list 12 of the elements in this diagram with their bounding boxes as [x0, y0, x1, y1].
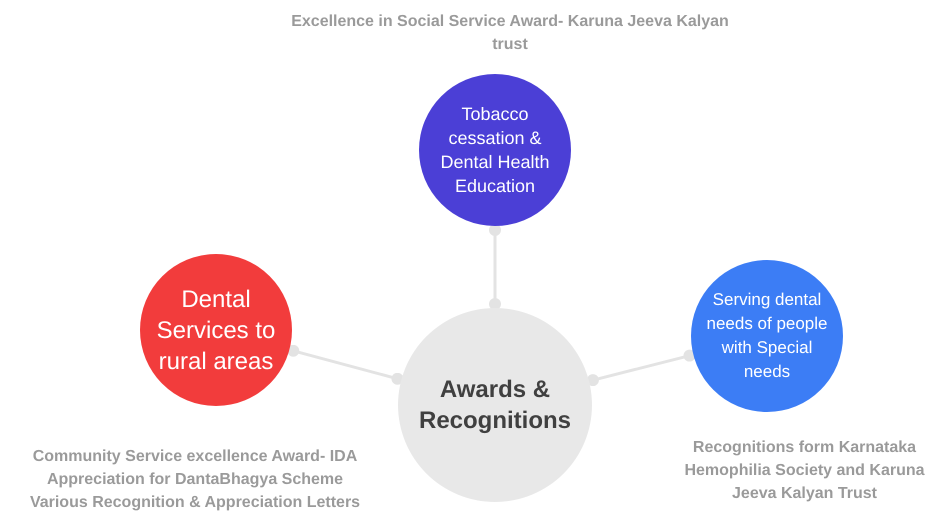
- award-caption: Community Service excellence Award- IDA: [32, 447, 358, 467]
- award-caption: Appreciation for DantaBhagya Scheme: [46, 470, 344, 490]
- award-caption: Excellence in Social Service Award- Karuna Jeeva Kalyan trust: [290, 12, 730, 55]
- connector-line: [586, 350, 696, 386]
- award-caption: Recognitions form Karnataka Hemophilia Society and Karuna Jeeva Kalyan Trust: [683, 438, 926, 504]
- connector-line: [287, 344, 404, 385]
- circle-label: Awards & Recognitions: [418, 375, 572, 436]
- circle-label: Tobacco cessation & Dental Health Education: [439, 103, 551, 198]
- circle-label: Dental Services to rural areas: [156, 284, 276, 376]
- award-caption: Various Recognition & Appreciation Letters: [30, 493, 360, 511]
- circle-label: Serving dental needs of people with Special needs: [706, 289, 828, 383]
- connector-line: [489, 224, 501, 310]
